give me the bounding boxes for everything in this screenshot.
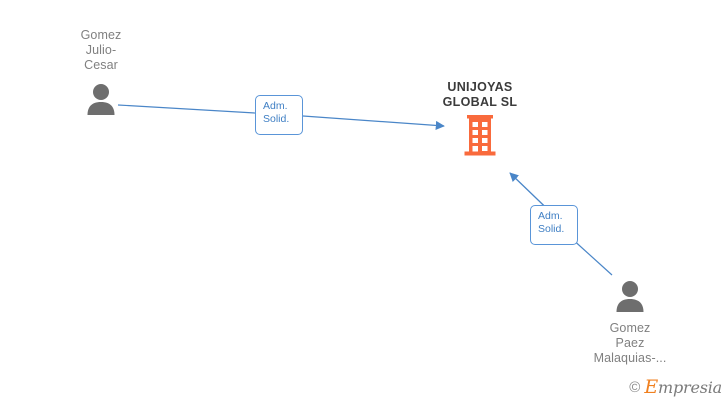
watermark-empresia: © Empresia [629, 376, 722, 398]
brand-rest: mpresia [658, 378, 722, 397]
node-label-company: UNIJOYAS GLOBAL SL [442, 80, 518, 109]
brand-wordmark: Empresia [644, 376, 722, 398]
node-company-unijoyas-global-sl[interactable]: UNIJOYAS GLOBAL SL [415, 80, 545, 157]
person-icon [84, 83, 118, 115]
brand-initial: E [644, 376, 658, 398]
node-person-gomez-paez-malaquias[interactable]: Gomez Paez Malaquias-... [565, 280, 695, 366]
person-icon [613, 280, 647, 312]
edge-label-adm-solid-2[interactable]: Adm. Solid. [530, 205, 578, 245]
copyright-icon: © [629, 379, 641, 396]
office-building-icon [464, 115, 496, 156]
edge-label-adm-solid-1[interactable]: Adm. Solid. [255, 95, 303, 135]
building-icon [464, 115, 496, 157]
node-label-person-left: Gomez Julio- Cesar [80, 28, 122, 72]
node-label-person-bottom-right: Gomez Paez Malaquias-... [593, 321, 667, 365]
person-silhouette-icon [616, 281, 644, 312]
node-person-gomez-julio-cesar[interactable]: Gomez Julio- Cesar [36, 28, 166, 115]
person-silhouette-icon [87, 84, 115, 115]
